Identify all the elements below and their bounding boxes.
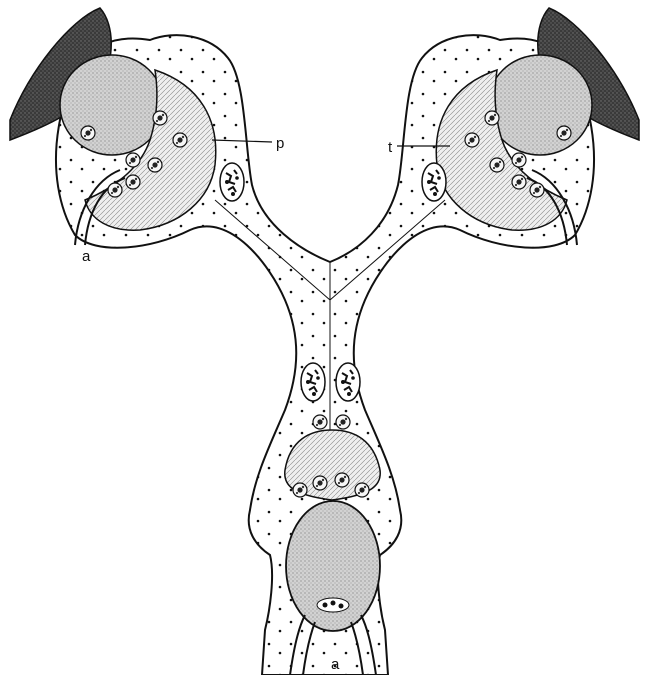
nucleus — [81, 126, 95, 140]
inner-line-left — [215, 200, 330, 300]
nucleus — [557, 126, 571, 140]
granule — [301, 363, 325, 401]
granule — [422, 163, 446, 201]
nucleus-cluster-bottom — [317, 598, 349, 612]
nucleus — [335, 473, 349, 487]
nucleus — [490, 158, 504, 172]
nucleus — [126, 153, 140, 167]
nucleus — [465, 133, 479, 147]
nucleus — [313, 415, 327, 429]
nucleus — [126, 175, 140, 189]
nucleus — [355, 483, 369, 497]
nucleus — [336, 415, 350, 429]
granule — [220, 163, 244, 201]
nucleus — [108, 183, 122, 197]
stippled-body-right — [488, 55, 592, 155]
granule — [336, 363, 360, 401]
nucleus — [512, 153, 526, 167]
nucleus — [512, 175, 526, 189]
label-a-left: a — [82, 249, 90, 264]
nucleus — [530, 183, 544, 197]
stippled-body-left — [60, 55, 164, 155]
nucleus — [313, 476, 327, 490]
nucleus — [293, 483, 307, 497]
label-a-bottom: a — [331, 657, 339, 672]
nucleus — [173, 133, 187, 147]
nucleus — [148, 158, 162, 172]
label-t: t — [388, 140, 392, 155]
label-p: p — [276, 136, 284, 151]
nucleus — [153, 111, 167, 125]
nucleus — [485, 111, 499, 125]
